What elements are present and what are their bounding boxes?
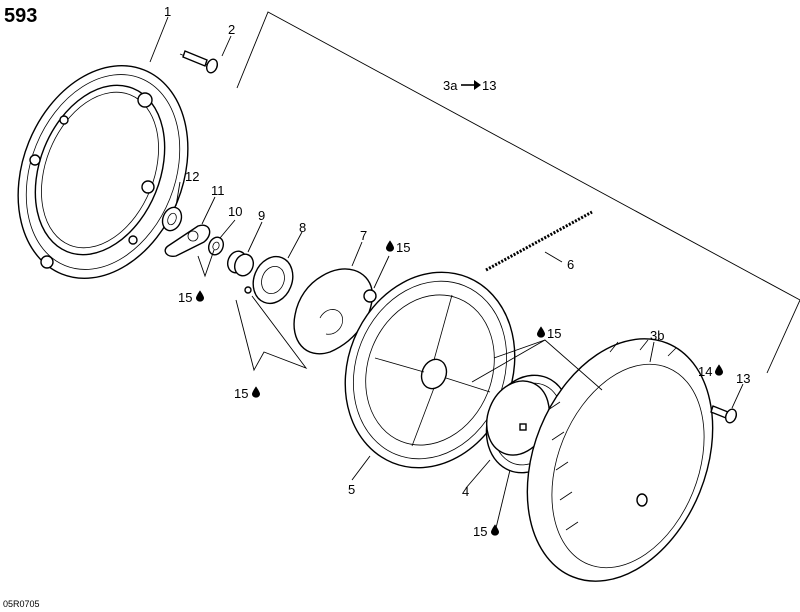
part-11-cam-plate <box>164 224 211 258</box>
oil-drop-icon <box>196 290 204 302</box>
callout-11: 11 <box>211 183 225 198</box>
callout-14: 14 <box>698 364 712 379</box>
part-8-friction-plate <box>244 255 294 305</box>
assembly-bracket <box>236 11 800 374</box>
oil-drop-icon <box>715 364 723 376</box>
oil-drop-icon <box>491 524 499 536</box>
lubricant-number: 15 <box>396 240 410 255</box>
callout-12: 12 <box>185 169 199 184</box>
callout-14-lubricant: 14 <box>698 364 723 379</box>
part-5-sheave <box>344 271 516 469</box>
part-2-bolt <box>179 50 219 74</box>
callout-9: 9 <box>258 208 265 223</box>
part-3b-starter-cover <box>526 338 714 582</box>
callout-3b: 3b <box>650 328 664 343</box>
part-4-recoil-spring <box>485 374 571 474</box>
part-7-ratchet <box>293 268 377 355</box>
page-number: 593 <box>4 5 37 27</box>
callout-13: 13 <box>736 371 750 386</box>
oil-drop-icon <box>252 386 260 398</box>
right-arrow-icon <box>461 80 481 90</box>
part-10-washer <box>207 236 225 256</box>
callout-3a-to-13: 3a 13 <box>443 78 496 93</box>
part-6-rope <box>485 210 593 272</box>
callout-6: 6 <box>567 257 574 272</box>
lubricant-label-15-a: 15 <box>178 290 204 305</box>
part-9-sleeve <box>226 250 255 277</box>
callout-1: 1 <box>164 4 171 19</box>
lubricant-label-15-e: 15 <box>473 524 499 539</box>
callout-3a: 3a <box>443 78 458 93</box>
drawing-code: 05R0705 <box>3 599 40 609</box>
lubricant-label-15-d: 15 <box>537 326 561 341</box>
oil-drop-icon <box>537 326 545 338</box>
lubricant-number: 15 <box>234 386 248 401</box>
callout-7: 7 <box>360 228 367 243</box>
callout-3a-target: 13 <box>482 78 496 93</box>
part-12-bushing <box>161 206 183 232</box>
part-1-housing-ring <box>17 64 189 280</box>
leader-lines <box>149 16 744 529</box>
lubricant-number: 15 <box>473 524 487 539</box>
callout-8: 8 <box>299 220 306 235</box>
lubricant-label-15-b: 15 <box>234 386 260 401</box>
lubricant-number: 15 <box>178 290 192 305</box>
lubricant-label-15-c: 15 <box>386 240 410 255</box>
callout-5: 5 <box>348 482 355 497</box>
oil-drop-icon <box>386 240 394 252</box>
part-13-bolt <box>710 405 738 424</box>
lubricant-number: 15 <box>547 326 561 341</box>
callout-2: 2 <box>228 22 235 37</box>
callout-10: 10 <box>228 204 242 219</box>
callout-4: 4 <box>462 484 469 499</box>
